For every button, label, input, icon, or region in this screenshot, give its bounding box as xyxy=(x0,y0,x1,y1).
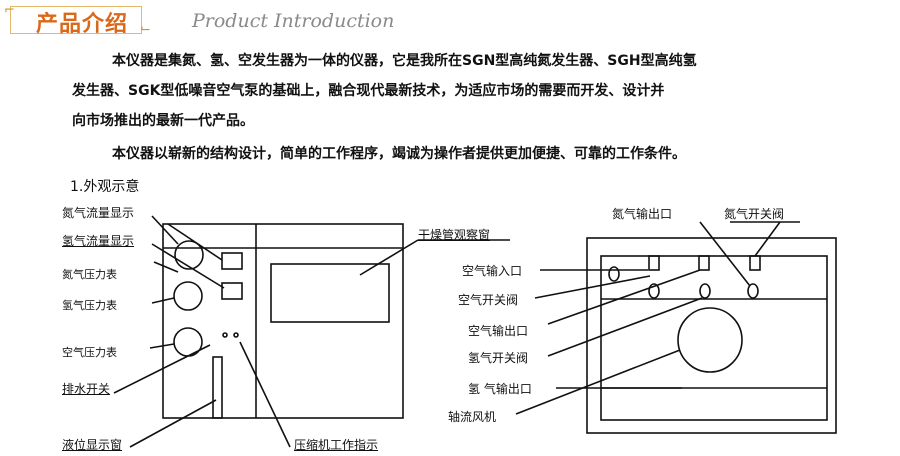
leader-line xyxy=(153,261,179,273)
dryer-window xyxy=(270,263,390,323)
intro-paragraph-line: 向市场推出的最新一代产品。 xyxy=(72,113,254,129)
n2-valve-knob xyxy=(747,283,759,299)
leader-line xyxy=(754,221,781,257)
n2-flow-display xyxy=(221,252,243,270)
air-inlet-port xyxy=(648,255,660,271)
leader-line xyxy=(151,243,225,289)
leader-line xyxy=(113,344,211,394)
leader-line xyxy=(129,399,217,448)
air-valve-knob xyxy=(648,283,660,299)
level-window xyxy=(212,356,223,419)
intro-paragraph-line: 本仪器以崭新的结构设计，简单的工作程序，竭诚为操作者提供更加便捷、可靠的工作条件… xyxy=(112,146,686,162)
header-frame xyxy=(10,6,142,34)
label-h2-valve: 氢气开关阀 xyxy=(468,351,529,365)
h2-outlet-port xyxy=(698,255,710,271)
label-drain: 排水开关 xyxy=(62,382,111,396)
header-title-en: Product Introduction xyxy=(192,10,395,32)
h2-valve-knob xyxy=(699,283,711,299)
label-air-inlet: 空气输入口 xyxy=(462,264,523,278)
front-panel-outline xyxy=(162,223,404,419)
leader-line xyxy=(149,343,175,349)
label-h2-outlet: 氢 气输出口 xyxy=(468,382,532,396)
label-fan: 轴流风机 xyxy=(448,410,497,424)
leader-line xyxy=(699,221,751,287)
label-h2-flow: 氢气流量显示 xyxy=(62,234,135,248)
corner-ornament-icon: ⌙ xyxy=(140,21,151,36)
n2-outlet-port xyxy=(749,255,761,271)
label-dryer-window: 干燥管观察窗 xyxy=(418,228,491,242)
axial-fan xyxy=(677,307,743,373)
label-n2-gauge: 氮气压力表 xyxy=(62,268,117,281)
leader-line xyxy=(167,223,223,261)
air-valve xyxy=(608,266,620,282)
label-level-window: 液位显示窗 xyxy=(62,438,123,452)
leader-line xyxy=(239,341,291,448)
leader-line xyxy=(547,269,701,325)
label-compressor: 压缩机工作指示 xyxy=(294,438,379,452)
h2-gauge xyxy=(173,281,203,311)
indicator-light xyxy=(222,332,228,338)
section-title: 1.外观示意 xyxy=(70,179,140,195)
indicator-light xyxy=(233,332,239,338)
label-air-gauge: 空气压力表 xyxy=(62,346,117,359)
rear-panel-inner xyxy=(600,255,828,421)
rear-panel-outline xyxy=(586,237,837,434)
leader-line xyxy=(534,275,651,299)
label-n2-flow: 氮气流量显示 xyxy=(62,206,135,220)
label-air-outlet: 空气输出口 xyxy=(468,324,529,338)
leader-line xyxy=(359,239,419,276)
label-n2-outlet: 氮气输出口 xyxy=(612,207,673,221)
leader-line xyxy=(151,215,179,245)
intro-paragraph-line: 本仪器是集氮、氢、空发生器为一体的仪器，它是我所在SGN型高纯氮发生器、SGH型… xyxy=(112,53,697,69)
leader-line xyxy=(515,349,681,415)
label-h2-gauge: 氢气压力表 xyxy=(62,299,117,312)
header-title-cn: 产品介绍 xyxy=(36,12,129,37)
corner-ornament-icon: ⌐ xyxy=(4,3,15,18)
intro-paragraph-line: 发生器、SGK型低噪音空气泵的基础上，融合现代最新技术，为适应市场的需要而开发、… xyxy=(72,83,665,99)
leader-line xyxy=(547,297,703,357)
leader-line xyxy=(151,297,175,304)
n2-gauge xyxy=(174,240,204,270)
h2-flow-display xyxy=(221,282,243,300)
label-n2-valve: 氮气开关阀 xyxy=(724,207,785,221)
label-air-valve: 空气开关阀 xyxy=(458,293,519,307)
